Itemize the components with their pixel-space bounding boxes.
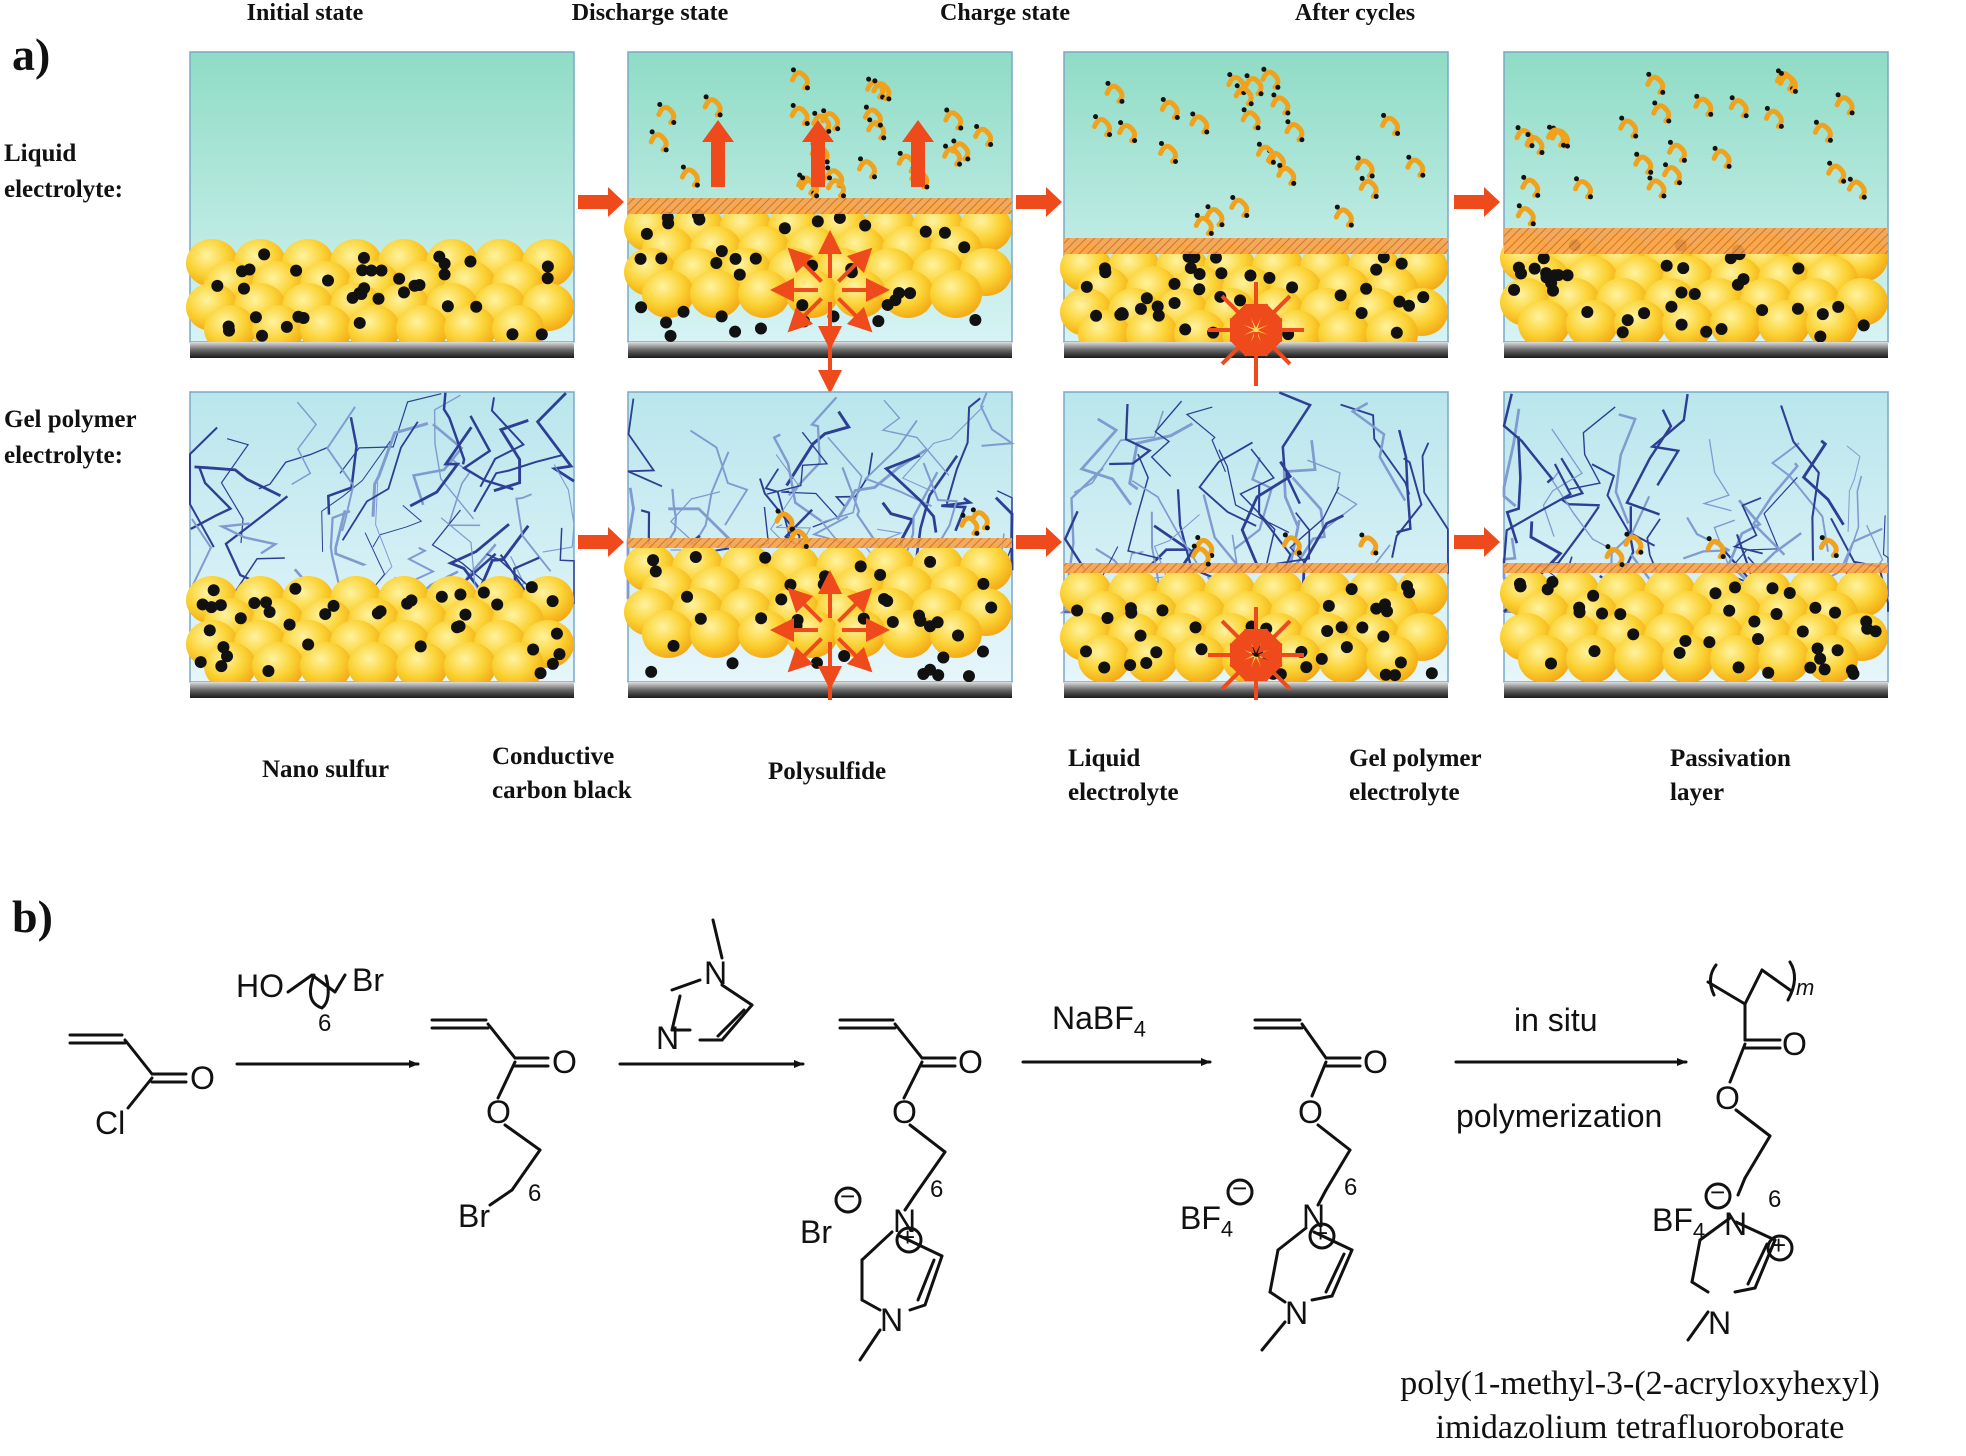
- panel-gel-state-4: [1500, 391, 1889, 698]
- polymer-caption-line1: poly(1-methyl-3-(2-acryloxyhexyl): [1400, 1365, 1880, 1402]
- atom-n-4b: N: [1285, 1295, 1309, 1331]
- atom-n-5a: N: [1724, 1206, 1748, 1242]
- legend-passivation-line1: Passivation: [1670, 745, 1791, 772]
- atom-o-7: O: [1298, 1094, 1323, 1130]
- legend-gel-line2: electrolyte: [1349, 779, 1460, 806]
- row-label-liquid-line2: electrolyte:: [4, 176, 123, 203]
- reagent-in-situ: in situ: [1514, 1002, 1598, 1038]
- header-discharge-state: Discharge state: [571, 0, 729, 26]
- header-initial-state: Initial state: [246, 0, 364, 26]
- atom-o-9: O: [1715, 1080, 1740, 1116]
- legend-carbon-line1: Conductive: [492, 743, 615, 770]
- bf4-2-sub: 4: [1692, 1218, 1706, 1244]
- bromohexanol-chain: [286, 973, 347, 1010]
- minus-sign-2: −: [1232, 1173, 1248, 1203]
- legend-carbon-line2: carbon black: [492, 777, 632, 804]
- panel-gel-state-3: [1059, 391, 1449, 700]
- polymer-structure: [1686, 960, 1796, 1342]
- transition-arrow: [1454, 187, 1500, 217]
- atom-n-3a: N: [893, 1203, 917, 1239]
- methylimidazole-n1: N: [704, 955, 728, 991]
- reagent-ho: HO: [236, 968, 284, 1004]
- panel-a-label: a): [12, 29, 51, 80]
- atom-n-5b: N: [1708, 1305, 1732, 1341]
- panel-liquid-state-1: [186, 51, 575, 358]
- legend-carbon-label: Conductive carbon black: [492, 740, 632, 808]
- atom-br-3: Br: [800, 1214, 832, 1250]
- atom-o-4: O: [958, 1044, 983, 1080]
- sub-6-2: 6: [528, 1180, 542, 1207]
- legend-passivation-line2: layer: [1670, 779, 1725, 806]
- schematic-diagram: [186, 51, 1889, 700]
- polymer-caption-line2: imidazolium tetrafluoroborate: [1435, 1409, 1845, 1446]
- atom-cl: Cl: [95, 1105, 126, 1141]
- plus-sign-3: +: [1771, 1230, 1787, 1260]
- atom-o-3: O: [486, 1094, 511, 1130]
- row-label-gel: Gel polymer electrolyte:: [4, 402, 137, 474]
- plus-sign-2: +: [1313, 1218, 1329, 1248]
- legend-gel-label: Gel polymer electrolyte: [1349, 742, 1482, 810]
- legend-liquid-label: Liquid electrolyte: [1068, 742, 1179, 810]
- transition-arrow: [1454, 527, 1500, 557]
- row-label-liquid-line1: Liquid: [4, 140, 77, 167]
- atom-o-5: O: [892, 1094, 917, 1130]
- bf4-1: BF4: [1180, 1200, 1233, 1242]
- atom-o-1: O: [190, 1060, 215, 1096]
- legend-liquid-line1: Liquid: [1068, 745, 1141, 772]
- atom-br-2: Br: [458, 1198, 490, 1234]
- atom-o-2: O: [552, 1044, 577, 1080]
- header-after-cycles: After cycles: [1294, 0, 1416, 26]
- sub-6-3: 6: [930, 1176, 944, 1203]
- row-label-gel-line2: electrolyte:: [4, 442, 123, 469]
- transition-arrow: [578, 187, 624, 217]
- minus-sign-3: −: [1710, 1177, 1726, 1207]
- reagent-br: Br: [352, 962, 384, 998]
- atom-o-6: O: [1363, 1044, 1388, 1080]
- bf4-2-text: BF: [1652, 1202, 1693, 1238]
- row-label-liquid: Liquid electrolyte:: [4, 136, 123, 208]
- panel-liquid-state-2: [624, 51, 1013, 394]
- reagent-nabf-text: NaBF: [1052, 1000, 1134, 1036]
- reagent-sub-6: 6: [318, 1010, 332, 1037]
- legend-polysulfide-label: Polysulfide: [768, 758, 887, 785]
- legend-liquid-line2: electrolyte: [1068, 779, 1179, 806]
- panel-gel-state-1: [186, 391, 575, 698]
- legend-nano-sulfur-label: Nano sulfur: [262, 756, 390, 783]
- atom-n-4a: N: [1302, 1198, 1326, 1234]
- atom-o-8: O: [1782, 1026, 1807, 1062]
- bf4-1-sub: 4: [1220, 1216, 1234, 1242]
- panel-gel-state-2: [624, 391, 1015, 700]
- panel-liquid-state-3: [1060, 51, 1449, 386]
- minus-sign-1: −: [840, 1181, 856, 1211]
- acryloyl-chloride-structure: [68, 1033, 188, 1110]
- polymer-caption: poly(1-methyl-3-(2-acryloxyhexyl) imidaz…: [1320, 1362, 1960, 1450]
- panel-b-label: b): [12, 891, 53, 942]
- transition-arrow: [1016, 187, 1062, 217]
- reagent-nabf-sub: 4: [1133, 1016, 1147, 1042]
- reagent-polymerization: polymerization: [1456, 1098, 1663, 1134]
- atom-n-3b: N: [880, 1302, 904, 1338]
- sub-6-4: 6: [1344, 1174, 1358, 1201]
- methylimidazole-n2: N: [656, 1020, 680, 1056]
- panel-liquid-state-4: [1500, 51, 1889, 358]
- bf4-1-text: BF: [1180, 1200, 1221, 1236]
- row-label-gel-line1: Gel polymer: [4, 406, 137, 433]
- legend-gel-line1: Gel polymer: [1349, 745, 1482, 772]
- header-charge-state: Charge state: [940, 0, 1070, 26]
- transition-arrow: [1016, 527, 1062, 557]
- plus-sign-1: +: [900, 1222, 916, 1252]
- transition-arrow: [578, 527, 624, 557]
- reagent-nabf: NaBF4: [1052, 1000, 1146, 1042]
- polymer-m: m: [1796, 975, 1815, 1000]
- legend-passivation-label: Passivation layer: [1670, 742, 1791, 810]
- bf4-2: BF4: [1652, 1202, 1705, 1244]
- sub-6-5: 6: [1768, 1186, 1782, 1213]
